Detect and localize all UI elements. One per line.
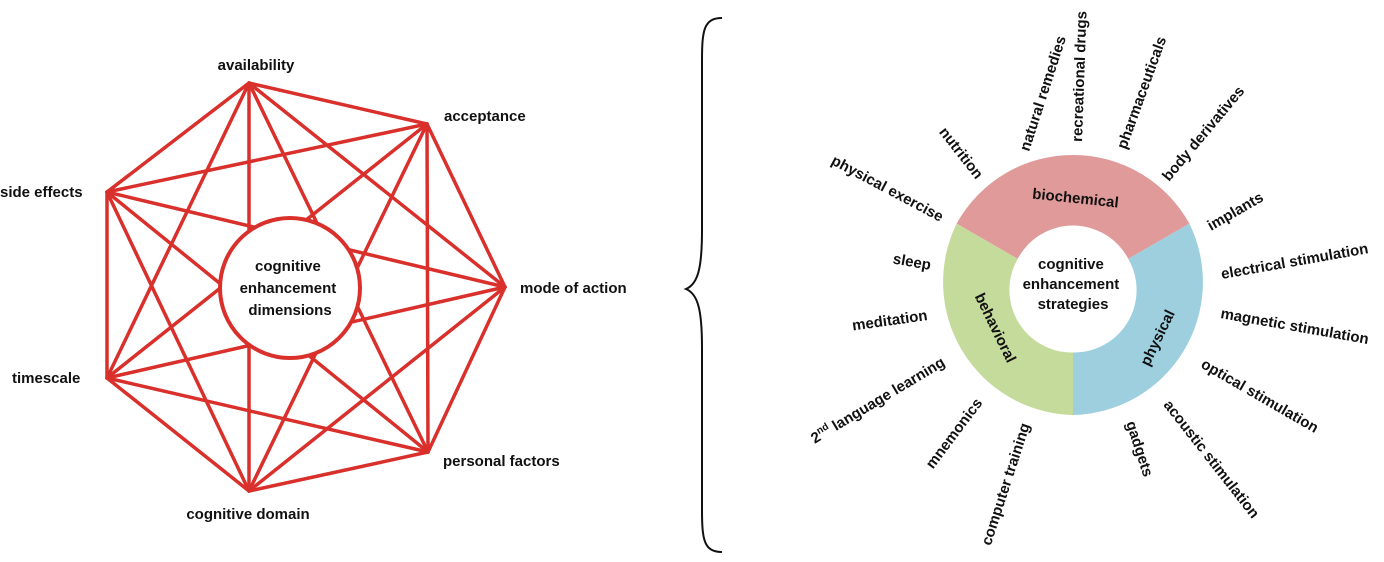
dimension-edge [105,122,429,194]
strategy-label-gadgets: gadgets [1122,419,1156,479]
strategy-label-acoustic-stimulation: acoustic stimulation [1160,397,1263,522]
strategy-label-pharmaceuticals: pharmaceuticals [1114,34,1170,151]
center-line-2: enhancement [1023,276,1120,293]
dimension-edge [426,285,507,454]
strategies-center-label: cognitive enhancement strategies [1023,256,1124,313]
strategy-label-optical-stimulation: optical stimulation [1198,356,1321,437]
vertex-label-personal-factors: personal factors [443,453,560,470]
curly-brace [683,17,723,553]
vertex-label-mode-of-action: mode of action [520,280,627,297]
strategy-label-magnetic-stimulation: magnetic stimulation [1219,305,1370,348]
strategy-label-sleep: sleep [892,251,933,274]
segment-biochemical [956,154,1190,259]
strategy-label-2nd-language-learning: 2nd language learning [808,353,948,447]
strategy-label-recreational-drugs: recreational drugs [1069,11,1091,142]
segment-physical [1073,223,1203,415]
vertex-label-side-effects: side effects [0,184,83,201]
dimensions-center-circle [218,216,362,360]
strategy-label-meditation: meditation [851,307,928,334]
dimension-edge [105,376,430,454]
center-line-3: dimensions [248,302,331,319]
strategy-label-implants: implants [1205,189,1267,235]
strategy-label-electrical-stimulation: electrical stimulation [1220,240,1370,283]
language-rest: language learning [826,354,948,437]
segment-behavioral [943,223,1073,415]
center-line-3: strategies [1038,296,1109,313]
dimension-edge [105,81,251,380]
vertex-label-timescale: timescale [12,370,80,387]
strategy-label-mnemonics: mnemonics [922,395,986,472]
strategy-label-body-derivatives: body derivatives [1159,83,1248,185]
vertex-label-availability: availability [218,57,295,74]
center-line-1: cognitive [1038,256,1104,273]
dimension-edge [247,450,430,493]
dimension-edge [105,81,251,194]
dimension-edge [247,285,507,493]
dimensions-diagram: cognitive enhancement dimensions availab… [0,57,627,523]
strategy-label-physical-exercise: physical exercise [828,152,946,225]
center-line-1: cognitive [255,258,321,275]
dimensions-center-label: cognitive enhancement dimensions [240,258,341,319]
strategy-label-natural-remedies: natural remedies [1017,34,1070,153]
dimension-edge [425,122,430,454]
dimension-edge [105,190,251,493]
vertex-label-acceptance: acceptance [444,108,526,125]
dimension-edge [247,81,507,289]
dimension-edge [247,81,429,126]
strategies-diagram: biochemical physical behavioral cognitiv… [808,11,1370,548]
language-ordinal-suffix: nd [815,421,831,437]
dimension-edge [105,376,251,493]
strategy-label-nutrition: nutrition [935,124,986,182]
strategy-label-computer-training: computer training [978,421,1034,548]
vertex-label-cognitive-domain: cognitive domain [186,506,309,523]
center-line-2: enhancement [240,280,337,297]
dimension-edge [425,122,507,289]
